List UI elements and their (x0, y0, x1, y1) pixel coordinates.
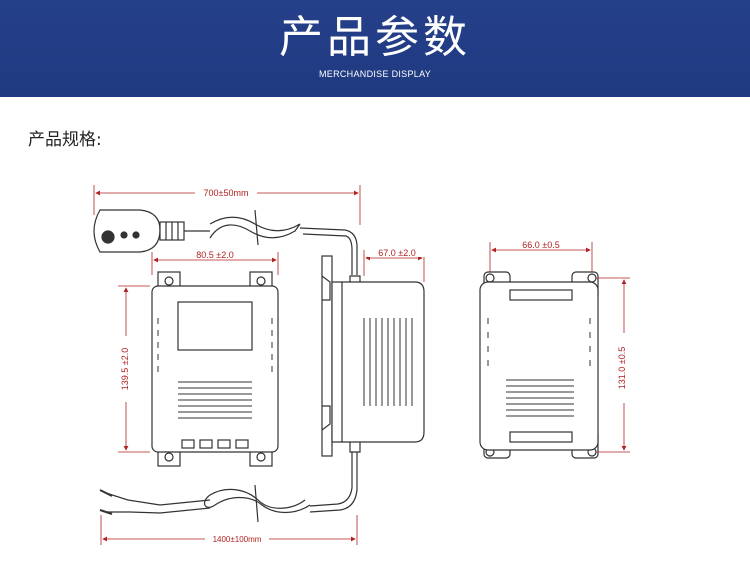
header-banner: 产品参数 MERCHANDISE DISPLAY (0, 0, 750, 97)
dim-back-width-label: 66.0 ±0.5 (522, 240, 559, 250)
dimension-back-width: 66.0 ±0.5 (489, 239, 593, 272)
dimension-cord-top: 700±50mm (93, 185, 361, 225)
plug-assembly (93, 209, 358, 275)
back-view (479, 271, 599, 459)
dimension-front-width: 80.5 ±2.0 (151, 249, 279, 275)
dimension-back-height: 131.0 ±0.5 (596, 277, 630, 453)
dim-cord-top-label: 700±50mm (204, 188, 249, 198)
page-title: 产品参数 (279, 12, 471, 63)
dim-side-depth-label: 67.0 ±2.0 (378, 248, 415, 258)
output-cord (99, 452, 358, 523)
section-label: 产品规格: (28, 130, 102, 150)
front-view (151, 271, 279, 467)
side-view (321, 255, 425, 457)
dimension-cord-bottom: 1400±100mm (100, 515, 358, 545)
dimension-front-height: 139.5 ±2.0 (118, 285, 150, 453)
dim-cord-bottom-label: 1400±100mm (213, 535, 262, 544)
dimension-side-depth: 67.0 ±2.0 (363, 247, 426, 282)
dim-back-height-label: 131.0 ±0.5 (617, 347, 627, 389)
page-subtitle: MERCHANDISE DISPLAY (318, 69, 432, 79)
dim-front-height-label: 139.5 ±2.0 (120, 348, 130, 390)
dim-front-width-label: 80.5 ±2.0 (196, 250, 233, 260)
